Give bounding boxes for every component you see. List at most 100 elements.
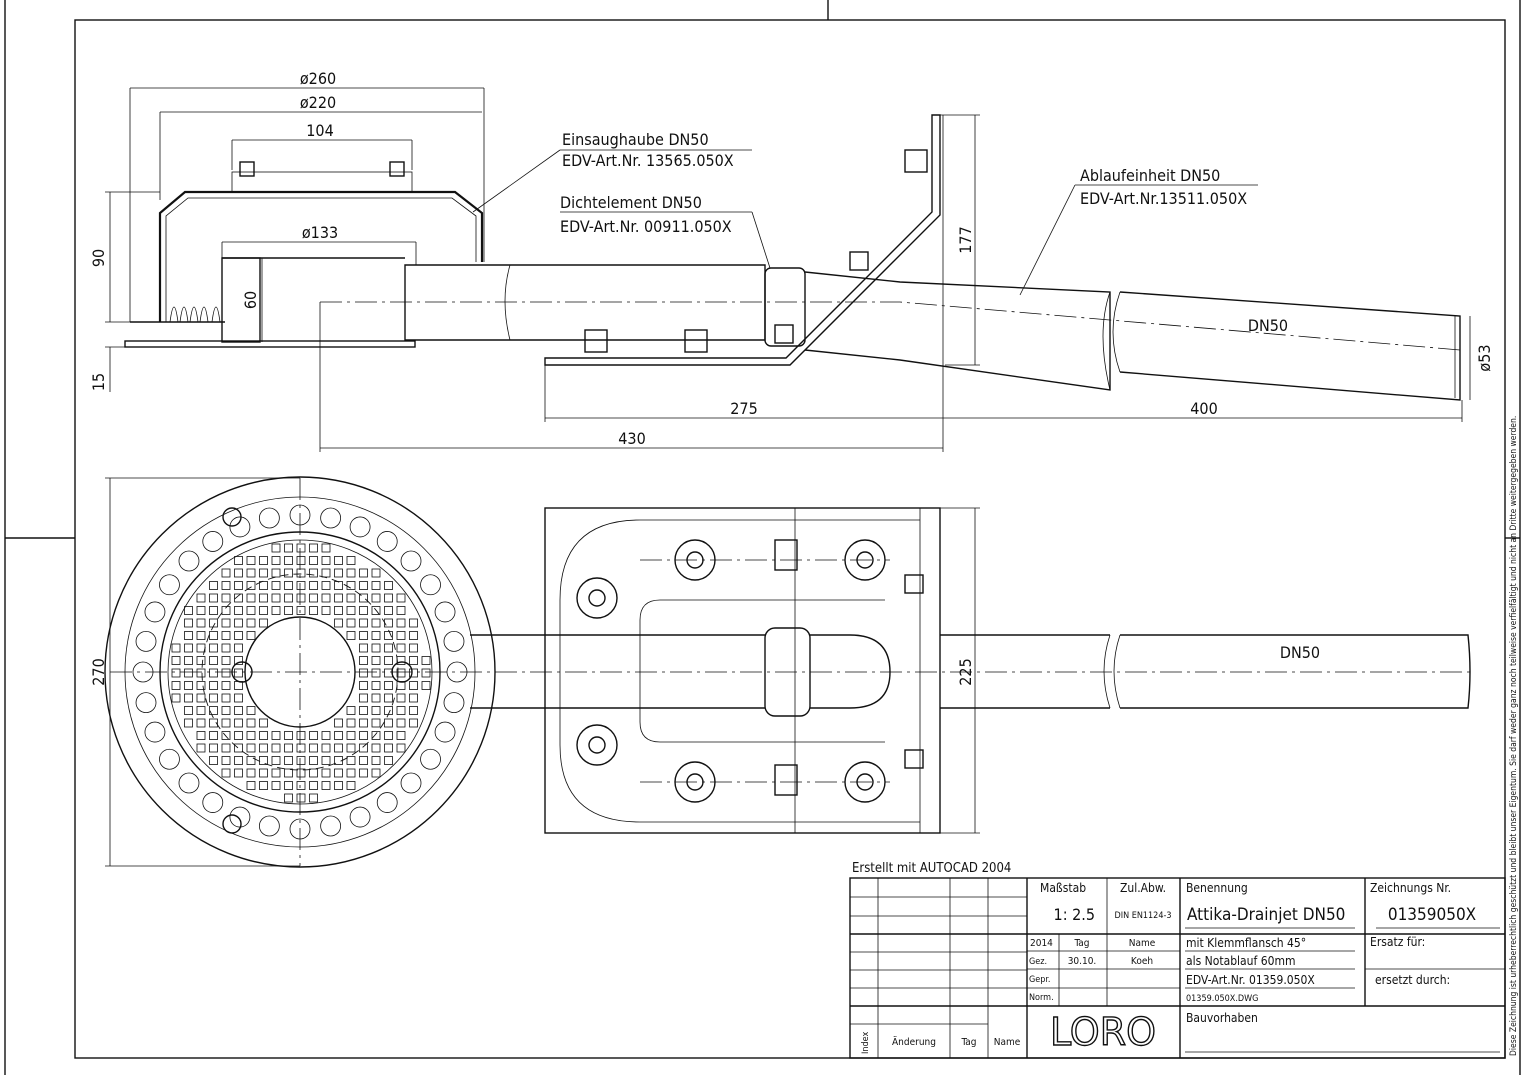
bolt-icon <box>849 251 869 271</box>
grate-hole <box>221 743 231 753</box>
grate-hole <box>196 593 206 603</box>
callout-seal-art: EDV-Art.Nr. 00911.050X <box>560 217 732 236</box>
grate-hole <box>409 693 418 703</box>
grate-hole <box>334 618 343 628</box>
grate-hole <box>271 543 281 553</box>
grate-hole <box>209 756 218 765</box>
grate-hole <box>259 593 268 603</box>
grate-hole <box>259 743 268 753</box>
grate-hole <box>371 656 381 665</box>
scallop <box>434 601 456 623</box>
grate-hole <box>371 756 381 765</box>
grate-hole <box>209 743 218 753</box>
grate-hole <box>396 643 406 653</box>
grate-hole <box>321 543 331 553</box>
grate-hole <box>259 768 268 778</box>
grate-hole <box>196 706 206 715</box>
drawing-number-value: 01359050X <box>1388 905 1476 925</box>
grate-hole <box>284 731 293 740</box>
scallop <box>443 692 465 714</box>
sheet-frame <box>4 0 1521 1075</box>
grate-hole <box>359 581 368 590</box>
clamp-plate <box>544 507 941 834</box>
grate-hole <box>284 556 293 565</box>
grate-hole <box>184 606 193 615</box>
grate-hole <box>246 706 256 715</box>
grate-hole <box>384 631 393 640</box>
grate-hole <box>196 693 206 703</box>
grate-hole <box>384 618 393 628</box>
grate-hole <box>346 731 356 740</box>
callout-drain-art: EDV-Art.Nr.13511.050X <box>1080 189 1247 208</box>
grate-hole <box>296 581 306 590</box>
grate-hole <box>259 731 268 740</box>
grate-hole <box>209 581 218 590</box>
grate-hole <box>271 756 281 765</box>
grate-hole <box>221 581 231 590</box>
dim-270: 270 <box>89 658 108 685</box>
grate-hole <box>371 731 381 740</box>
pipe-label-dn50: DN50 <box>1248 316 1288 335</box>
grate-hole <box>234 718 243 728</box>
grate-hole <box>221 593 231 603</box>
grate-hole <box>171 681 181 690</box>
scallop <box>434 721 456 743</box>
callout-drain-name: Ablaufeinheit DN50 <box>1080 166 1220 185</box>
grate-hole <box>309 756 318 765</box>
grate-hole <box>321 743 331 753</box>
grate-hole <box>371 631 381 640</box>
drawing-number-label: Zeichnungs Nr. <box>1370 881 1451 895</box>
grate-hole <box>334 606 343 615</box>
bolts <box>576 539 924 803</box>
grate-hole <box>321 606 331 615</box>
scallop <box>159 574 180 596</box>
grate-hole <box>359 756 368 765</box>
grate-hole <box>246 768 256 778</box>
grate-hole <box>221 756 231 765</box>
grate-hole <box>309 593 318 603</box>
grate-hole <box>246 756 256 765</box>
grate-hole <box>271 781 281 790</box>
scallop <box>202 531 224 552</box>
grate-hole <box>234 706 243 715</box>
grate-hole <box>334 743 343 753</box>
dim-90: 90 <box>89 249 108 267</box>
grate-hole <box>234 631 243 640</box>
grate-hole <box>359 706 368 715</box>
grate-hole <box>234 756 243 765</box>
grate-hole <box>184 718 193 728</box>
grate-hole <box>259 781 268 790</box>
grate-hole <box>209 731 218 740</box>
project-label: Bauvorhaben <box>1186 1011 1258 1025</box>
grate-hole <box>371 681 381 690</box>
grate-hole <box>346 743 356 753</box>
grate-hole <box>271 743 281 753</box>
grate-hole <box>209 643 218 653</box>
grate-hole <box>384 643 393 653</box>
grate-hole <box>184 618 193 628</box>
scallop <box>376 531 398 552</box>
grate-hole <box>234 581 243 590</box>
grate-hole <box>196 668 206 678</box>
grate-hole <box>221 718 231 728</box>
grate-hole <box>359 631 368 640</box>
grate-hole <box>271 768 281 778</box>
grate-hole <box>359 643 368 653</box>
grate-hole <box>246 568 256 578</box>
scallop <box>420 574 441 596</box>
grate-hole <box>371 593 381 603</box>
grate-hole <box>321 593 331 603</box>
grate-hole <box>221 731 231 740</box>
designation-label: Benennung <box>1186 881 1248 895</box>
title-block: Erstellt mit AUTOCAD 2004 Maßstab 1: 2.5… <box>849 861 1506 1059</box>
grate-hole <box>259 756 268 765</box>
change-label: Änderung <box>892 1035 936 1048</box>
grate-hole <box>409 706 418 715</box>
grate-hole <box>234 656 243 665</box>
grate-hole <box>421 668 431 678</box>
grate-hole <box>371 693 381 703</box>
grate-hole <box>321 556 331 565</box>
grate-hole <box>284 743 293 753</box>
grate-hole <box>184 693 193 703</box>
grate-hole <box>209 606 218 615</box>
